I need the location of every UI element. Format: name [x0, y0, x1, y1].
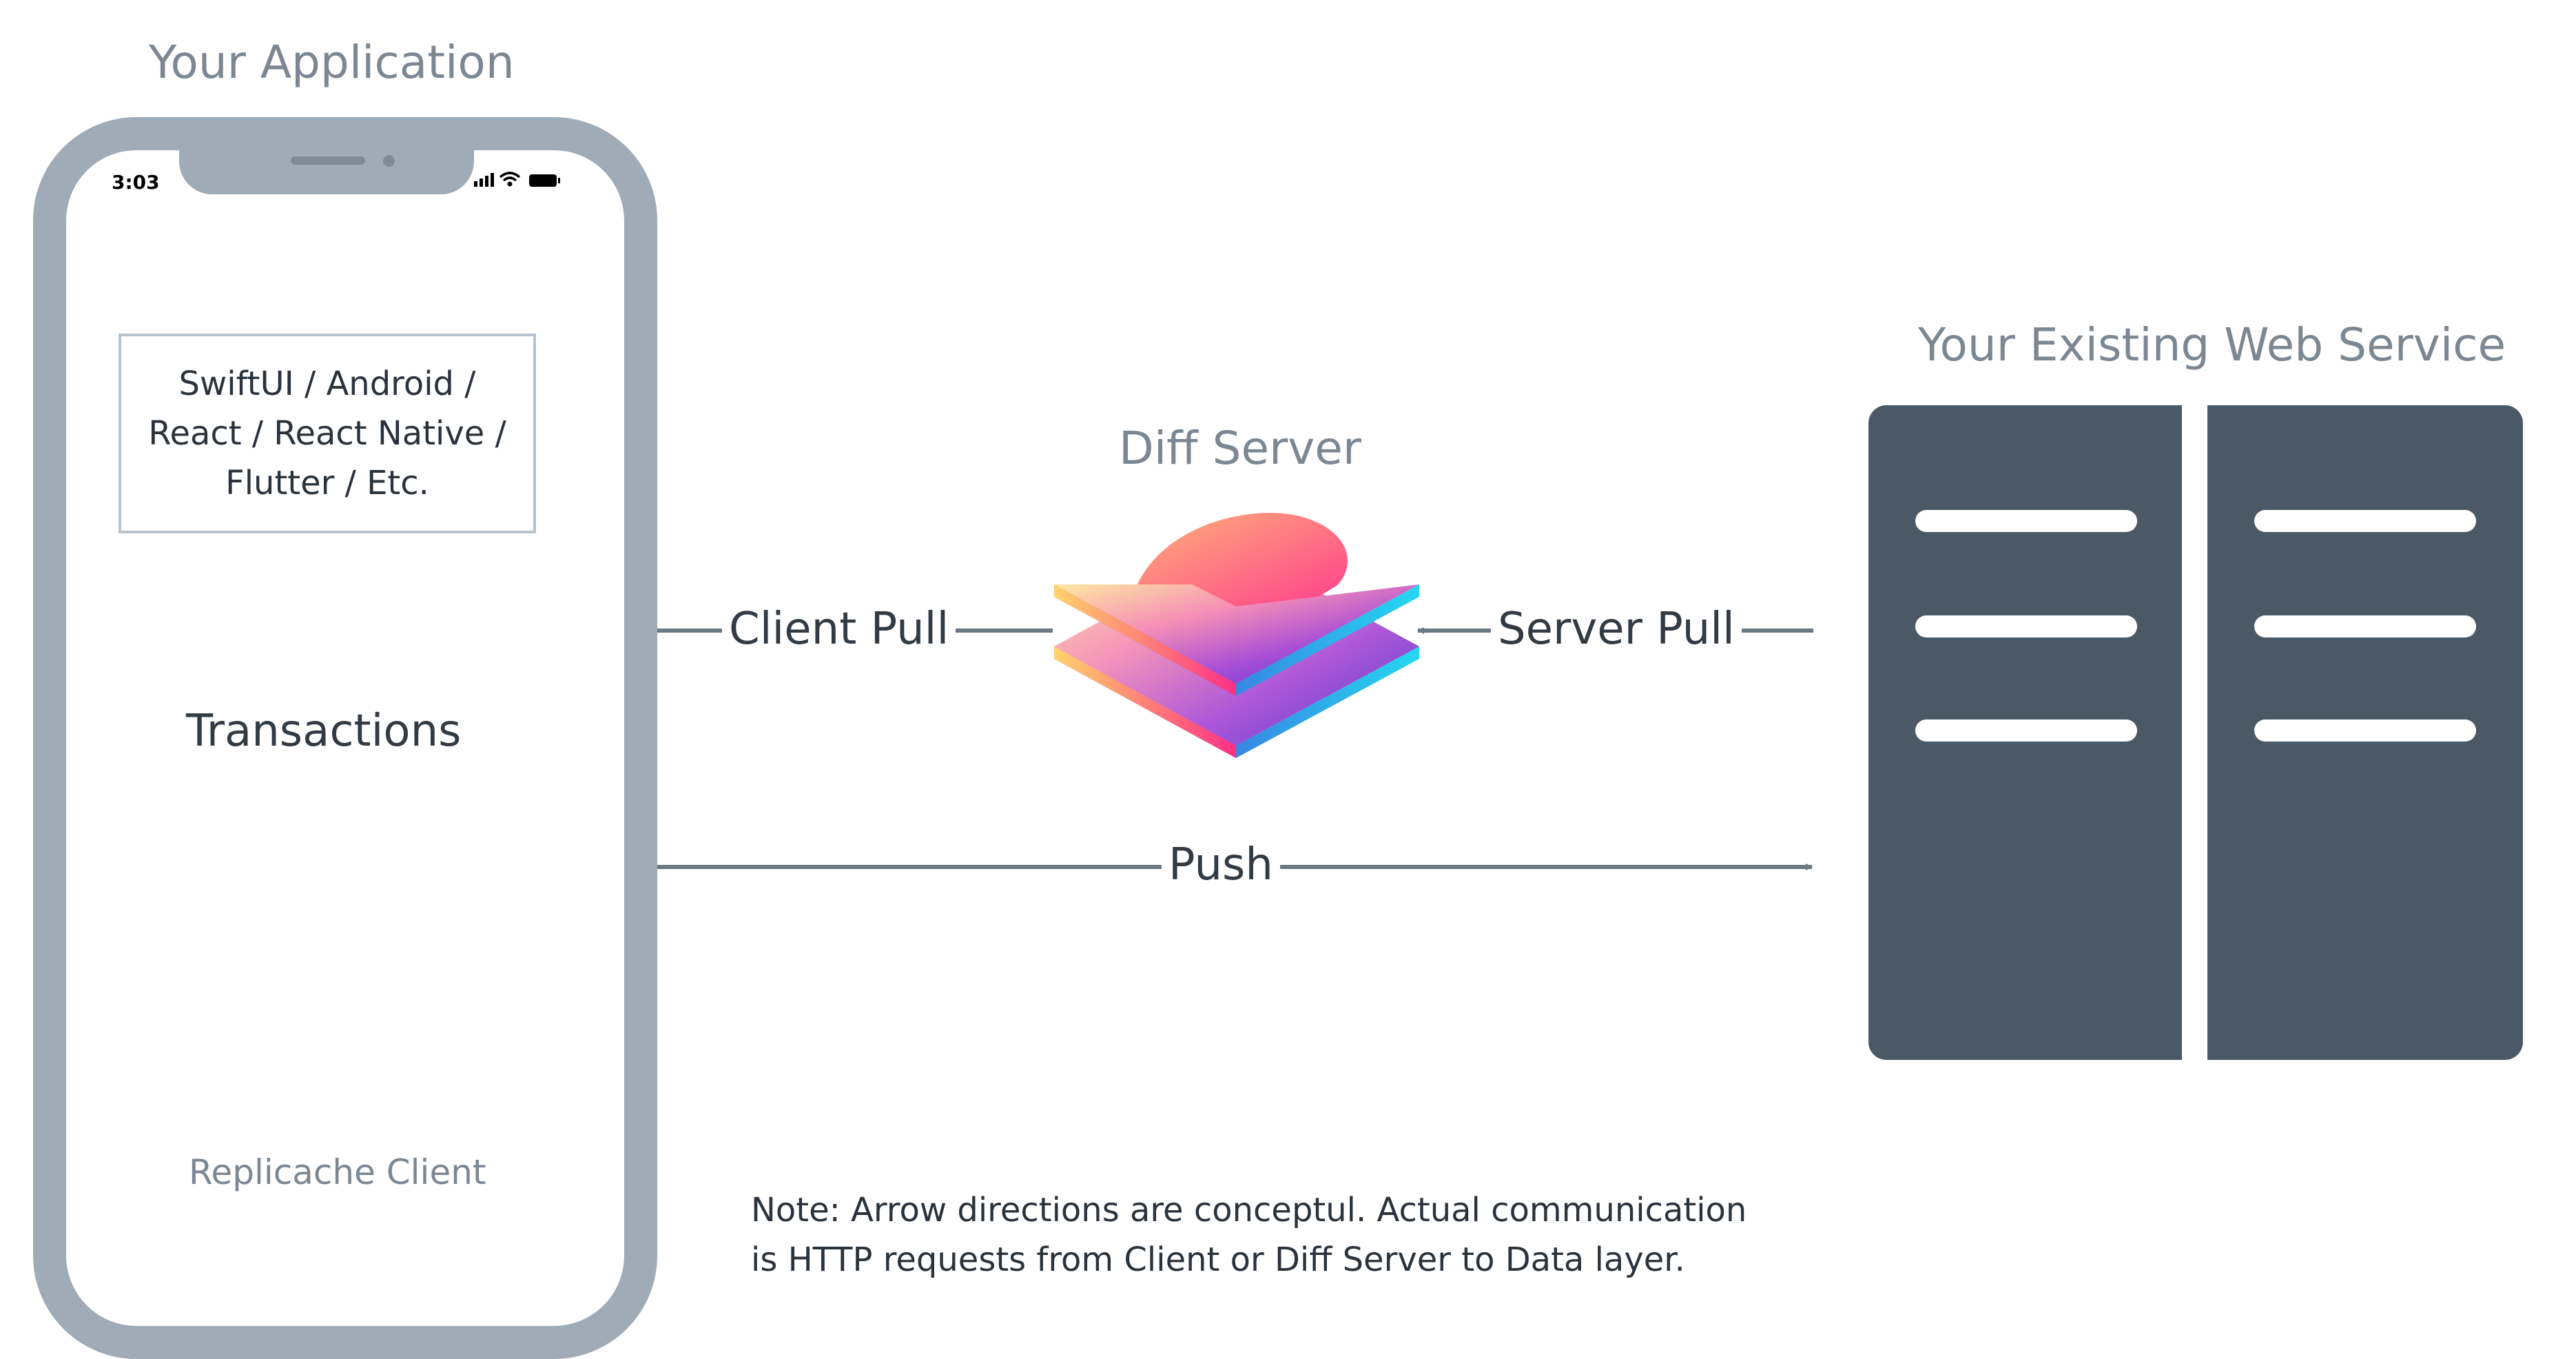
server-pull-label: Server Pull	[1491, 604, 1742, 655]
signal-icon	[474, 173, 494, 187]
note: Note: Arrow directions are conceptul. Ac…	[751, 1185, 1746, 1285]
battery-icon	[529, 174, 557, 187]
phone-notch	[179, 146, 474, 194]
diff-server-logo	[1054, 513, 1419, 758]
server-rack-left	[1868, 405, 2182, 1060]
app-heading: Your Application	[149, 36, 515, 89]
server-rack-right	[2207, 405, 2523, 1060]
server-slot	[2254, 615, 2476, 637]
diff-server-heading: Diff Server	[1119, 422, 1362, 475]
server-slot	[1915, 719, 2137, 742]
web-service-heading: Your Existing Web Service	[1918, 318, 2506, 371]
status-icons	[474, 172, 560, 187]
frameworks-line-3: Flutter / Etc.	[225, 464, 429, 502]
wifi-icon	[499, 172, 521, 182]
frameworks-box: SwiftUI / Android / React / React Native…	[119, 334, 536, 533]
wifi-dot	[507, 181, 513, 187]
client-pull-label: Client Pull	[722, 604, 956, 655]
note-line-1: Note: Arrow directions are conceptul. Ac…	[751, 1191, 1747, 1229]
note-line-2: is HTTP requests from Client or Diff Ser…	[751, 1240, 1685, 1279]
replicache-client-label: Replicache Client	[189, 1152, 486, 1192]
frameworks-line-1: SwiftUI / Android /	[178, 365, 476, 403]
phone-frame	[33, 117, 657, 1359]
camera-icon	[383, 155, 395, 167]
speaker-icon	[291, 156, 365, 165]
push-label: Push	[1162, 839, 1280, 890]
server-slot	[1915, 615, 2137, 637]
frameworks-line-2: React / React Native /	[148, 414, 506, 453]
server-slot	[2254, 510, 2476, 532]
status-time: 3:03	[112, 171, 160, 194]
transactions-label: Transactions	[179, 706, 468, 757]
server-slot	[2254, 719, 2476, 742]
server-slot	[1915, 510, 2137, 532]
